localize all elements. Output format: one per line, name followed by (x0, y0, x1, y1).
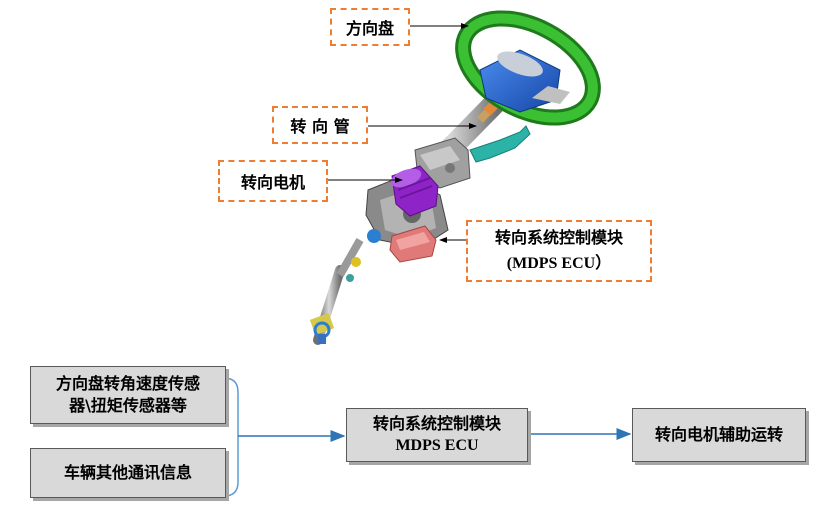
steering-wheel-drawing (455, 10, 601, 126)
callout-control-module-line1: 转向系统控制模块 (494, 228, 623, 247)
flow-box-ecu: 转向系统控制模块 MDPS ECU (346, 408, 528, 462)
flow-box-motor-assist: 转向电机辅助运转 (632, 408, 806, 462)
flow-box-vehicle-communication: 车辆其他通讯信息 (30, 448, 226, 498)
intermediate-shaft (309, 238, 364, 345)
ecu-drawing (389, 225, 437, 263)
callout-steering-motor: 转向电机 (218, 160, 328, 202)
callout-steering-motor-text: 转向电机 (240, 173, 305, 192)
flow-box-vehicle-communication-text: 车辆其他通讯信息 (63, 463, 192, 482)
callout-pointers (328, 23, 477, 243)
callout-steering-column: 转 向 管 (272, 106, 368, 144)
callout-steering-column-text: 转 向 管 (290, 117, 350, 136)
flow-box-sensor-inputs-line2: 器\扭矩传感器等 (69, 396, 187, 415)
flow-box-sensor-inputs: 方向盘转角速度传感 器\扭矩传感器等 (30, 366, 226, 424)
flow-connectors (223, 377, 632, 497)
callout-steering-wheel-text: 方向盘 (345, 19, 394, 38)
callout-control-module: 转向系统控制模块 (MDPS ECU） (466, 220, 652, 282)
flow-box-ecu-line2: MDPS ECU (395, 437, 479, 454)
callout-control-module-line2: (MDPS ECU） (506, 255, 612, 272)
callout-steering-wheel: 方向盘 (330, 8, 410, 46)
column-bracket (469, 125, 531, 163)
flow-box-motor-assist-text: 转向电机辅助运转 (654, 425, 783, 444)
flow-box-sensor-inputs-line1: 方向盘转角速度传感 (55, 374, 200, 393)
flow-box-ecu-line1: 转向系统控制模块 (372, 414, 501, 433)
